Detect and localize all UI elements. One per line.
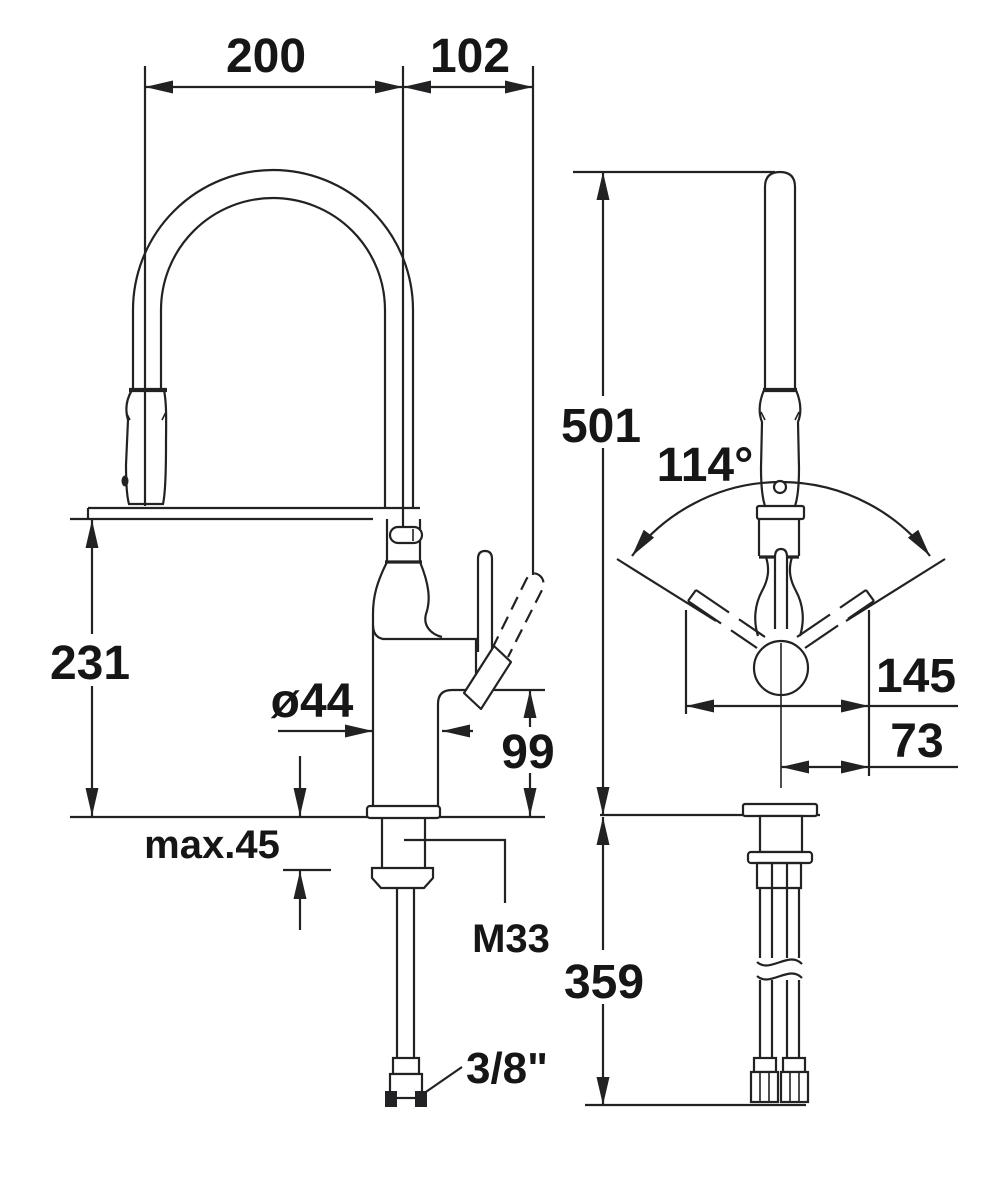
spray-head-grip-notches bbox=[125, 411, 167, 421]
connector-lug-left bbox=[385, 1091, 397, 1107]
top-width-dimensions: 200 102 bbox=[143, 30, 535, 575]
handle-stem-up bbox=[773, 547, 789, 629]
left-wing-tip bbox=[687, 589, 697, 602]
hose-break-waves bbox=[756, 958, 803, 981]
counter-thickness-dimension: max.45 bbox=[144, 756, 331, 930]
front-view: 200 102 bbox=[50, 30, 555, 1107]
left-wing-inner bbox=[695, 589, 766, 638]
height-dimension-99: 99 bbox=[501, 690, 555, 816]
thread-callout-m33: M33 bbox=[404, 838, 550, 961]
label-background bbox=[502, 727, 554, 773]
handle-raised-position-dashed bbox=[491, 572, 545, 658]
neck-clip bbox=[388, 525, 424, 545]
hose-nut-facets bbox=[759, 1072, 800, 1102]
shank-side bbox=[758, 814, 804, 854]
dim-145-label: 145 bbox=[876, 650, 956, 703]
right-wing-tip bbox=[865, 589, 875, 602]
bottle-outline bbox=[754, 556, 804, 637]
right-wing-inner bbox=[796, 589, 867, 638]
spray-button bbox=[121, 475, 129, 487]
spray-head-side-outline bbox=[758, 389, 802, 507]
dim-73-label: 73 bbox=[890, 715, 943, 768]
belly-bottom-and-socket bbox=[371, 624, 478, 690]
connector-lug-right bbox=[415, 1091, 427, 1107]
height-dimension-501: 501 bbox=[560, 170, 775, 815]
swivel-limit-line-left bbox=[616, 558, 717, 622]
arch-inner-outline bbox=[159, 196, 387, 508]
handle-lever-blade bbox=[476, 549, 494, 652]
support-arm bbox=[70, 506, 420, 521]
supply-pipe bbox=[395, 888, 416, 1058]
leader-line-m33 bbox=[404, 838, 507, 903]
dim-99-label: 99 bbox=[501, 726, 554, 779]
label-background bbox=[564, 950, 644, 1004]
locknut-side bbox=[746, 850, 814, 865]
front-mounting bbox=[70, 804, 545, 1107]
label-background bbox=[560, 396, 644, 448]
side-view: 501 359 114° bbox=[560, 170, 958, 1107]
spout-arch bbox=[131, 168, 415, 508]
body-right-edge bbox=[418, 561, 443, 639]
right-wing-outer bbox=[804, 600, 875, 649]
handle-grip-end bbox=[462, 644, 513, 711]
label-background bbox=[56, 634, 124, 686]
leader-line-38 bbox=[419, 1066, 463, 1097]
faucet-body-front bbox=[371, 519, 545, 806]
shoulder-sides bbox=[757, 519, 801, 556]
dim-231-label: 231 bbox=[50, 637, 130, 690]
diameter-dimension-44: ø44 bbox=[271, 675, 473, 738]
spray-button-side bbox=[772, 479, 788, 495]
dim-102-label: 102 bbox=[430, 30, 510, 83]
dim-44-label: ø44 bbox=[271, 675, 354, 728]
hose-nut-right bbox=[779, 1070, 810, 1104]
arch-outer-outline bbox=[131, 168, 415, 508]
mounting-nut bbox=[370, 866, 435, 890]
supply-hoses bbox=[758, 888, 801, 1058]
hose-collar-left bbox=[752, 1056, 778, 1074]
side-mounting bbox=[600, 802, 820, 1104]
base-top-and-right-edge bbox=[436, 688, 545, 806]
hose-adapter bbox=[755, 861, 803, 890]
collar-flange bbox=[755, 504, 806, 521]
spray-head-notches-side bbox=[760, 411, 800, 421]
handle-swivel-positions bbox=[687, 589, 875, 649]
threaded-shank bbox=[380, 818, 427, 868]
column-outline bbox=[763, 170, 797, 390]
hose-collar-right bbox=[781, 1056, 807, 1074]
dim-359-label: 359 bbox=[564, 956, 644, 1009]
hose-nut-left bbox=[749, 1070, 780, 1104]
hose-callout-38: 3/8" bbox=[419, 1044, 548, 1097]
angle-114-label: 114° bbox=[657, 439, 754, 492]
offset-dimension-73: 73 bbox=[781, 715, 958, 774]
hose-38-label: 3/8" bbox=[466, 1044, 548, 1093]
width-dimension-145: 145 bbox=[684, 610, 958, 776]
faucet-body-side bbox=[752, 170, 810, 788]
handle-front bbox=[462, 549, 545, 711]
dim-501-label: 501 bbox=[561, 400, 641, 453]
m33-label: M33 bbox=[472, 917, 550, 961]
base-flange-side bbox=[741, 802, 819, 818]
dim-200-label: 200 bbox=[226, 30, 306, 83]
spray-head-front bbox=[121, 387, 168, 506]
swivel-limit-line-right bbox=[845, 558, 946, 622]
dim-max45-label: max.45 bbox=[144, 823, 280, 867]
connector-collar bbox=[391, 1056, 421, 1076]
depth-dimension-359: 359 bbox=[564, 817, 806, 1107]
swivel-angle-114: 114° bbox=[616, 439, 946, 622]
height-dimension-231: 231 bbox=[50, 520, 130, 816]
body-left-edge bbox=[371, 561, 388, 806]
left-wing-outer bbox=[687, 600, 758, 649]
base-flange bbox=[365, 804, 442, 820]
